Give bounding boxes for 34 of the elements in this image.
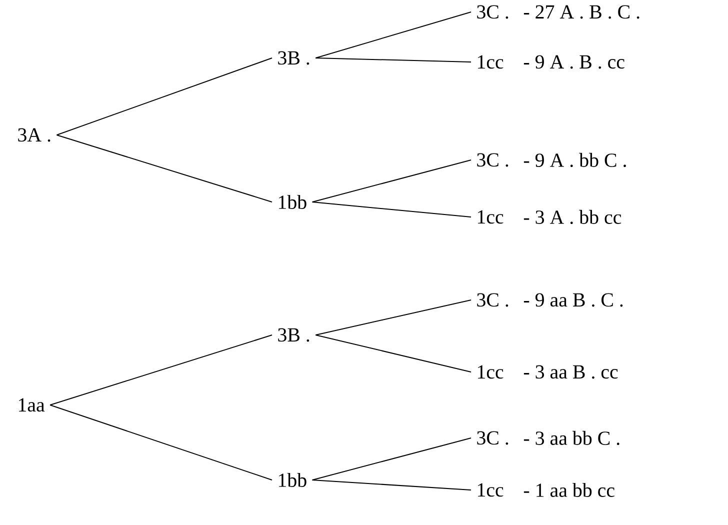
gene-label: 1bb (278, 194, 306, 209)
genotype-ratio: - 9 A . B . cc (524, 55, 624, 69)
gene-label: 1cc (478, 210, 504, 224)
gene-label: 1bb (278, 472, 306, 487)
genotype-ratio: - 3 A . bb cc (524, 210, 622, 224)
genotype-ratio: - 1 aa bb cc (524, 482, 614, 497)
gene-label: 3A . (18, 128, 50, 142)
branch-line (315, 58, 472, 62)
genotype-ratio: - 3 aa B . cc (524, 365, 618, 379)
gene-label: 3C . (477, 293, 508, 307)
branch-line (315, 334, 472, 372)
gene-label: 3C . (477, 153, 508, 167)
branch-line (56, 134, 272, 202)
gene-label: 1cc (478, 483, 504, 497)
branch-line (56, 58, 272, 136)
gene-label: 1cc (478, 55, 504, 69)
genotype-ratio: - 27 A . B . C . (524, 5, 640, 19)
gene-label: 3C . (477, 431, 508, 445)
branch-line (315, 299, 472, 336)
genotype-ratio: - 3 aa bb C . (524, 430, 620, 446)
gene-label: 3B . (278, 328, 310, 342)
branch-line (315, 12, 472, 58)
branch-line (312, 159, 472, 202)
branch-line (312, 437, 472, 480)
branch-line (50, 334, 272, 406)
branch-line (312, 479, 472, 490)
branch-line (312, 201, 472, 218)
genotype-ratio: - 9 A . bb C . (524, 152, 626, 168)
gene-label: 1aa (18, 398, 45, 412)
gene-label: 3B . (278, 51, 310, 65)
gene-label: 3C . (477, 5, 508, 19)
gene-label: 1cc (478, 365, 504, 379)
genotype-ratio: - 9 aa B . C . (524, 293, 623, 307)
branch-line (50, 404, 272, 480)
